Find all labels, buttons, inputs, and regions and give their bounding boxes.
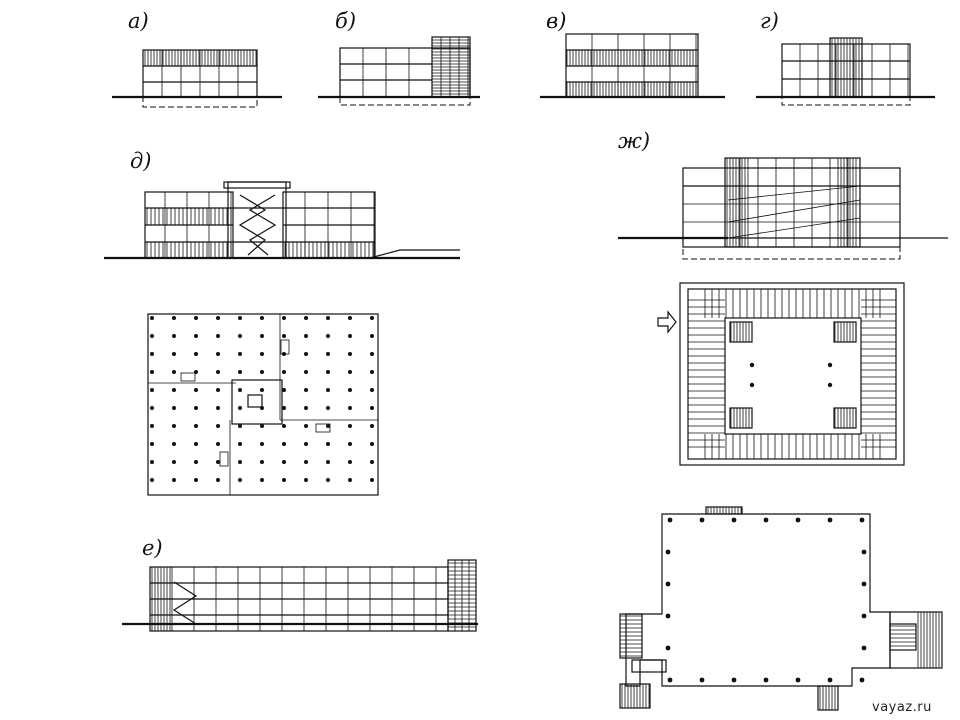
elevation-v: в) — [540, 9, 725, 99]
watermark: vayaz.ru — [872, 700, 932, 715]
plan-zh — [657, 282, 905, 466]
label-a: а) — [128, 9, 149, 33]
elevation-e: е) — [122, 536, 478, 632]
label-e: е) — [142, 536, 163, 560]
label-d: д) — [130, 149, 152, 173]
label-b: б) — [335, 9, 356, 33]
elevation-zh: ж) — [618, 129, 948, 260]
label-v: в) — [546, 9, 566, 33]
elevation-d: д) — [104, 149, 460, 260]
entrance-arrow-icon — [657, 310, 677, 334]
plan-d — [147, 313, 379, 496]
elevation-a: а) — [112, 9, 282, 108]
elevation-g: г) — [756, 9, 935, 106]
label-g: г) — [760, 9, 779, 33]
plan-bottom-right — [619, 506, 943, 711]
label-zh: ж) — [618, 129, 650, 153]
elevation-b: б) — [318, 9, 480, 106]
